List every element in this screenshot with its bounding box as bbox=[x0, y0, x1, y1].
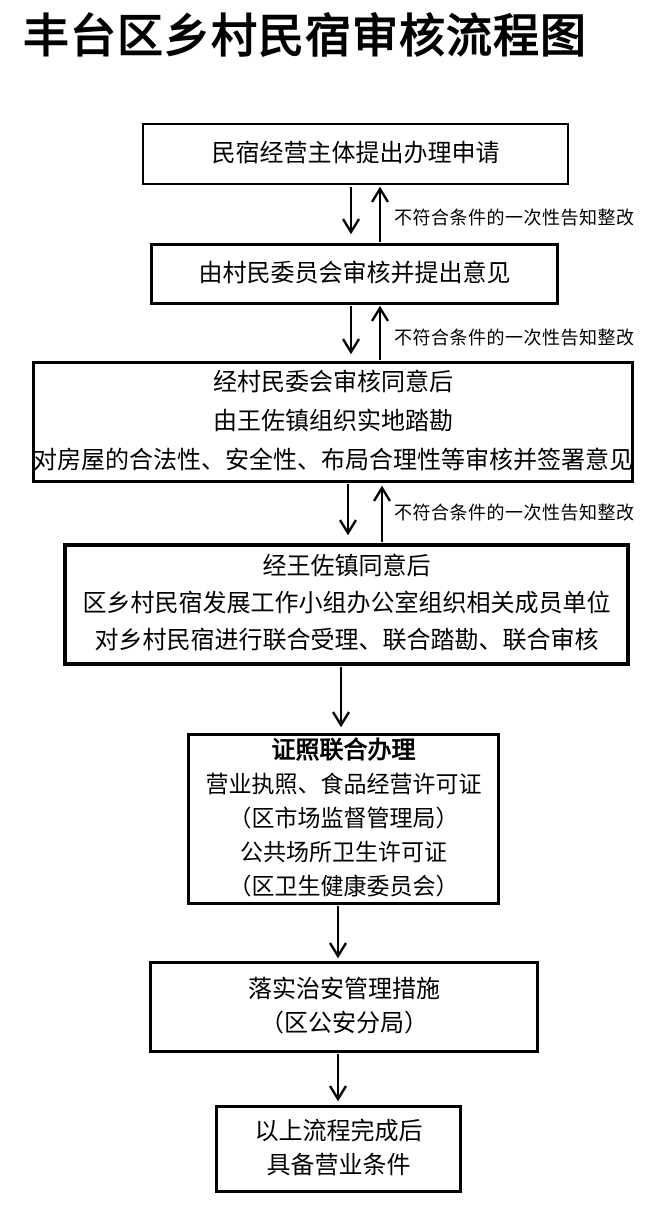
feedback-arrow-up-1 bbox=[370, 186, 390, 242]
step-town-site-survey: 经村民委会审核同意后 由王佐镇组织实地踏勘 对房屋的合法性、安全性、布局合理性等… bbox=[32, 361, 634, 483]
step-license-joint-processing: 证照联合办理 营业执照、食品经营许可证 （区市场监督管理局） 公共场所卫生许可证… bbox=[187, 733, 500, 905]
step-licenses-line-3: （区市场监督管理局） bbox=[228, 806, 459, 831]
step-survey-line-2: 由王佐镇组织实地踏勘 bbox=[213, 408, 453, 435]
step-joint-review: 经王佐镇同意后 区乡村民宿发展工作小组办公室组织相关成员单位 对乡村民宿进行联合… bbox=[63, 543, 630, 666]
step-application: 民宿经营主体提出办理申请 bbox=[142, 123, 569, 185]
step-application-text: 民宿经营主体提出办理申请 bbox=[211, 141, 500, 167]
feedback-label-1: 不符合条件的一次性告知整改 bbox=[394, 208, 635, 228]
step-joint-line-1: 经王佐镇同意后 bbox=[262, 554, 431, 580]
arrow-down-6 bbox=[328, 1054, 348, 1102]
step-village-text: 由村民委员会审核并提出意见 bbox=[198, 261, 511, 287]
step-ready-line-2: 具备营业条件 bbox=[266, 1153, 411, 1179]
arrow-down-5 bbox=[328, 906, 348, 959]
step-village-committee-review: 由村民委员会审核并提出意见 bbox=[150, 243, 559, 305]
step-survey-line-1: 经村民委会审核同意后 bbox=[213, 369, 453, 396]
step-security-line-2: （区公安分局） bbox=[260, 1011, 428, 1037]
step-joint-line-3: 对乡村民宿进行联合受理、联合踏勘、联合审核 bbox=[94, 628, 599, 654]
step-joint-line-2: 区乡村民宿发展工作小组办公室组织相关成员单位 bbox=[82, 591, 611, 617]
arrow-down-3 bbox=[338, 484, 358, 536]
step-security-measures: 落实治安管理措施 （区公安分局） bbox=[149, 961, 539, 1053]
step-ready-line-1: 以上流程完成后 bbox=[254, 1119, 423, 1145]
step-security-line-1: 落实治安管理措施 bbox=[248, 977, 440, 1003]
step-survey-line-3: 对房屋的合法性、安全性、布局合理性等审核并签署意见 bbox=[33, 447, 633, 474]
page-title: 丰台区乡村民宿审核流程图 bbox=[23, 11, 587, 62]
step-ready-to-operate: 以上流程完成后 具备营业条件 bbox=[215, 1105, 462, 1193]
step-licenses-heading: 证照联合办理 bbox=[271, 737, 416, 764]
arrow-down-2 bbox=[341, 306, 361, 355]
step-licenses-line-2: 营业执照、食品经营许可证 bbox=[205, 772, 482, 797]
step-licenses-line-5: （区卫生健康委员会） bbox=[228, 874, 459, 899]
arrow-down-4 bbox=[331, 667, 351, 728]
step-licenses-line-4: 公共场所卫生许可证 bbox=[240, 840, 447, 865]
feedback-arrow-up-3 bbox=[372, 485, 392, 542]
arrow-down-1 bbox=[341, 187, 361, 235]
feedback-arrow-up-2 bbox=[370, 305, 390, 360]
feedback-label-2: 不符合条件的一次性告知整改 bbox=[394, 328, 635, 348]
feedback-label-3: 不符合条件的一次性告知整改 bbox=[394, 503, 635, 523]
